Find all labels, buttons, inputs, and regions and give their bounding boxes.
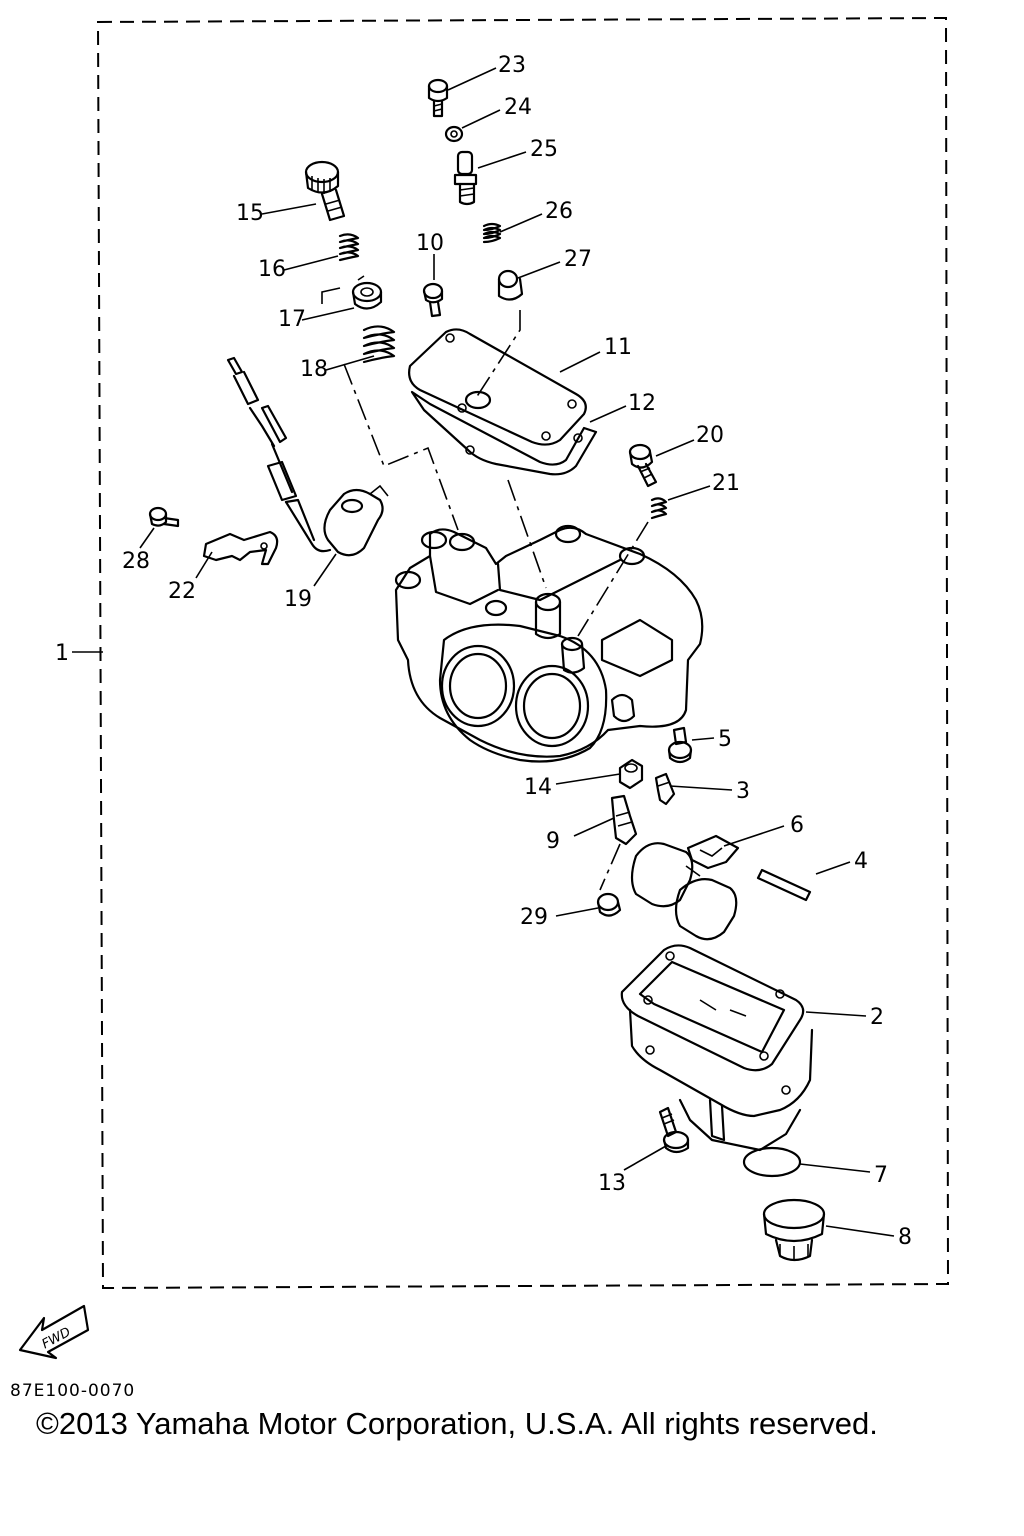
callout-10: 10 [416,231,444,256]
part-10-screw [422,282,444,318]
callout-20: 20 [696,423,724,448]
part-13-screw [658,1106,690,1154]
part-5-screw [667,726,693,764]
assembly-chain-line [475,310,521,399]
part-4-float-pin [756,868,812,902]
callout-13: 13 [598,1171,626,1196]
assembly-chain-line [599,843,621,891]
callout-24: 24 [504,95,532,120]
callout-12: 12 [628,391,656,416]
part-23-screw [427,78,449,118]
part-22-bracket [202,530,279,566]
part-18-spring [362,325,396,364]
part-12-cover-gasket [410,390,598,476]
part-28-screw [148,506,180,528]
part-21-spring [650,497,668,520]
callout-6: 6 [790,813,804,838]
part-19-throttle-position-sensor [226,356,389,557]
callout-18: 18 [300,357,328,382]
callout-29: 29 [520,905,548,930]
part-15-throttle-stop-screw [304,160,346,222]
callout-9: 9 [546,829,560,854]
callout-3: 3 [736,779,750,804]
copyright-notice: ©2013 Yamaha Motor Corporation, U.S.A. A… [36,1406,878,1441]
part-16-spring [338,233,360,262]
assembly-chain-line [507,479,547,589]
callout-27: 27 [564,247,592,272]
callout-19: 19 [284,587,312,612]
assembly-chain-line [343,363,459,531]
part-3-needle-valve [654,772,676,806]
part-27-washer [497,269,524,301]
part-11-top-cover [408,328,587,446]
document-code: 87E100-0070 [10,1381,136,1401]
assembly-border [96,16,950,1290]
callout-leaders [139,67,895,1237]
callout-28: 28 [122,549,150,574]
part-14-jet-holder [618,758,644,790]
part-6-float [630,834,740,941]
fwd-arrow-icon: FWD [18,1304,90,1360]
part-8-drain-plug [762,1198,826,1262]
part-17-collar [351,281,383,310]
part-26-spring [482,222,502,244]
callout-4: 4 [854,849,868,874]
callout-22: 22 [168,579,196,604]
callout-2: 2 [870,1005,884,1030]
callout-23: 23 [498,53,526,78]
part-20-screw [628,443,658,488]
callout-5: 5 [718,727,732,752]
callout-25: 25 [530,137,558,162]
part-9-main-jet [610,794,638,846]
callout-17: 17 [278,307,306,332]
callout-8: 8 [898,1225,912,1250]
part-24-nut [444,125,464,143]
callout-1: 1 [55,641,69,666]
assembly-chain-line [577,521,649,637]
part-7-o-ring [742,1146,802,1178]
part-29-cap [596,892,622,917]
part-25-pilot-screw [453,150,478,206]
part-2-float-chamber [620,944,814,1152]
callout-15: 15 [236,201,264,226]
callout-26: 26 [545,199,573,224]
callout-11: 11 [604,335,632,360]
callout-7: 7 [874,1163,888,1188]
callout-21: 21 [712,471,740,496]
callout-16: 16 [258,257,286,282]
carburetor-body [394,524,704,763]
callout-14: 14 [524,775,552,800]
